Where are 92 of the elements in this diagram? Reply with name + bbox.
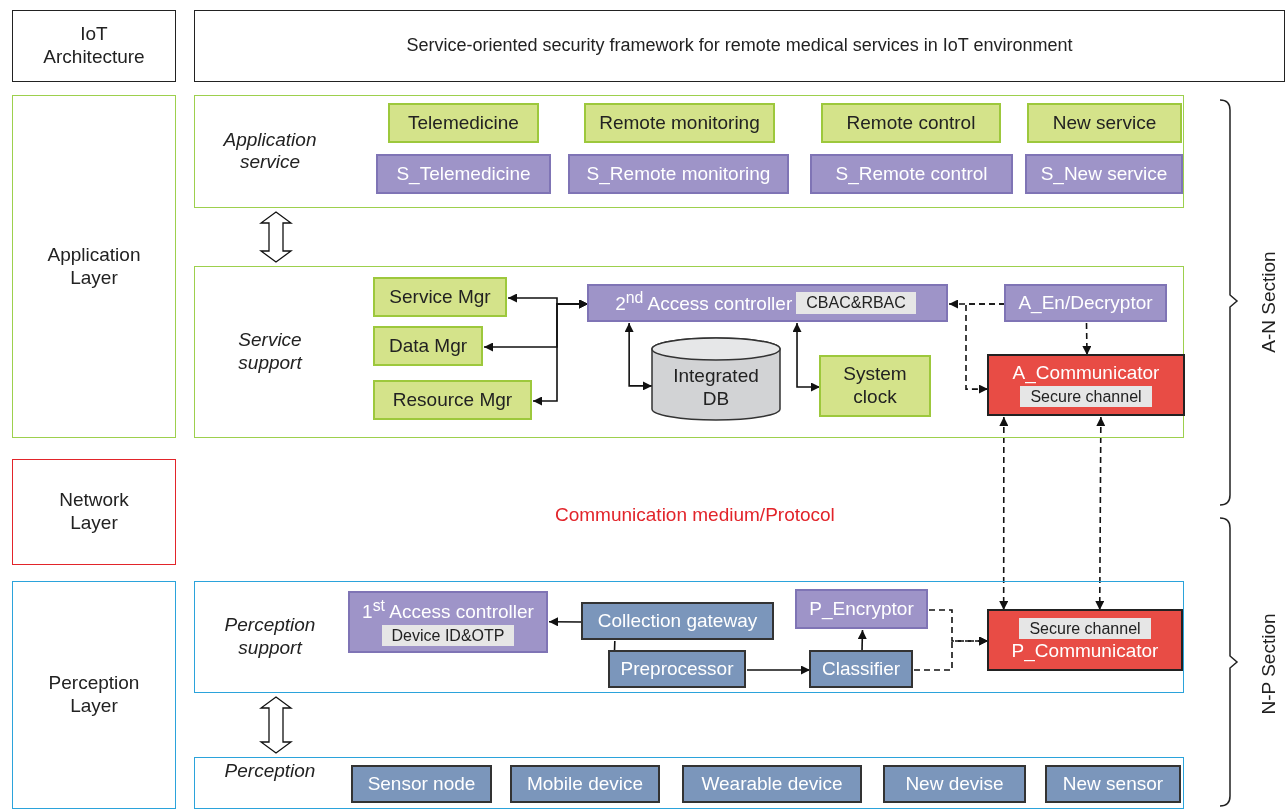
- arrow: [913, 636, 989, 671]
- node-label: Resource Mgr: [392, 388, 513, 412]
- module-box: [587, 284, 948, 322]
- module-box: [1027, 103, 1182, 143]
- node-label: Service-oriented security framework for remote medical services in IoT environment: [406, 35, 1073, 57]
- module-box: [821, 103, 1001, 143]
- node-label: 1$^{st}$ Access controller: [362, 596, 534, 624]
- communicator-box: [987, 609, 1183, 671]
- module-box: [388, 103, 539, 143]
- node-label: S_Remote control: [835, 162, 988, 186]
- node-label: Application Layer: [46, 243, 142, 290]
- node-label: A_En/Decryptor: [1018, 291, 1153, 315]
- node-label: A_Communicator: [1012, 362, 1160, 385]
- node-label: Integrated DB: [672, 365, 760, 411]
- arrow: [965, 303, 1006, 394]
- double-arrow: [259, 696, 293, 754]
- node-label: New sensor: [1062, 772, 1164, 796]
- module-box: [819, 355, 931, 417]
- module-box: [373, 277, 507, 317]
- arrow: [548, 617, 583, 627]
- arrow: [746, 665, 811, 675]
- module-box: [1045, 765, 1181, 803]
- node-label: System clock: [842, 363, 908, 409]
- module-box: [373, 380, 532, 420]
- module-box: [608, 650, 746, 688]
- layer-box: [12, 459, 176, 565]
- module-box: [568, 154, 789, 194]
- database-cylinder: [651, 337, 781, 421]
- node-label: IoT Architecture: [42, 23, 146, 69]
- arrow: [1082, 322, 1092, 356]
- header-box: [12, 10, 176, 82]
- node-label: Mobile device: [526, 772, 644, 796]
- module-box: [1025, 154, 1183, 194]
- panel-label: Application service: [222, 128, 318, 175]
- panel-label: Perception: [223, 760, 317, 783]
- tag: CBAC&RBAC: [796, 292, 916, 314]
- panel: [194, 757, 1184, 809]
- module-box: [581, 602, 774, 640]
- node-label: Wearable device: [701, 772, 843, 796]
- module-box: [584, 103, 775, 143]
- node-label: Data Mgr: [388, 334, 468, 358]
- panel: [194, 581, 1184, 693]
- module-box: [510, 765, 660, 803]
- module-box: [376, 154, 551, 194]
- node-label: Remote control: [846, 111, 976, 135]
- communicator-box: [987, 354, 1185, 416]
- node-label: P_Communicator: [1011, 640, 1159, 663]
- node-label: Classifier: [821, 657, 901, 681]
- module-box: [1004, 284, 1167, 322]
- node-label: Network Layer: [58, 489, 130, 535]
- medium-label: Communication medium/Protocol: [555, 504, 835, 526]
- arrow: [792, 322, 821, 392]
- arrow: [857, 629, 867, 652]
- node-label: P_Encryptor: [809, 597, 914, 621]
- module-box: [795, 589, 928, 629]
- arrow: [999, 416, 1009, 611]
- module-box: [682, 765, 862, 803]
- node-label: Perception Layer: [47, 672, 141, 718]
- module-box: [809, 650, 913, 688]
- node-label: Sensor node: [367, 772, 476, 796]
- layer-box: [12, 581, 176, 809]
- panel: [194, 95, 1184, 208]
- node-label: Remote monitoring: [599, 111, 760, 135]
- node-label: Service Mgr: [389, 285, 491, 309]
- node-label: Collection gateway: [597, 609, 758, 633]
- node-label: S_New service: [1040, 162, 1168, 186]
- module-box: [373, 326, 483, 366]
- module-box: [883, 765, 1026, 803]
- section-label: N-P Section: [1257, 613, 1279, 715]
- node-label: New service: [1052, 111, 1157, 135]
- module-box: [351, 765, 492, 803]
- node-label: Telemedicine: [408, 111, 519, 135]
- tag: Device ID&OTP: [381, 624, 515, 647]
- node-label: S_Telemedicine: [396, 162, 531, 186]
- node-label: New devise: [905, 772, 1004, 796]
- tag: Secure channel: [1020, 385, 1152, 407]
- layer-box: [12, 95, 176, 438]
- module-box: [810, 154, 1013, 194]
- arrow: [532, 299, 589, 406]
- module-box: [348, 591, 548, 653]
- panel-label: Perception support: [223, 614, 317, 660]
- panel-label: Service support: [237, 329, 304, 375]
- arrow: [1095, 416, 1106, 611]
- arrow: [624, 322, 653, 391]
- double-arrow: [259, 211, 293, 263]
- section-label: A-N Section: [1257, 251, 1280, 353]
- node-label: S_Remote monitoring: [586, 162, 771, 186]
- panel: [194, 266, 1184, 438]
- tag: Secure channel: [1019, 618, 1151, 640]
- node-label: Preprocessor: [620, 657, 734, 681]
- header-box: [194, 10, 1285, 82]
- node-label: 2$^{nd}$ Access controller: [615, 289, 793, 317]
